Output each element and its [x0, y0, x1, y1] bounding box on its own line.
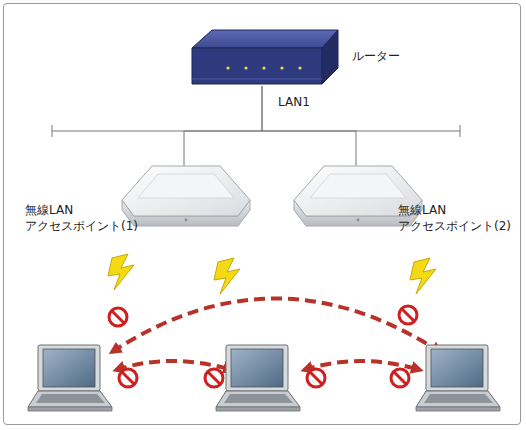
access-point-shape [290, 160, 426, 228]
bus-tick [460, 125, 461, 137]
prohibition-sign [391, 369, 409, 387]
laptop [28, 345, 112, 411]
node-label: ルーター [352, 48, 432, 64]
network-label: LAN1 [278, 94, 310, 110]
laptop [216, 345, 300, 411]
access-point-box: 無線LAN アクセスポイント(2) [290, 160, 426, 228]
access-point-box: 無線LAN アクセスポイント(1) [118, 160, 254, 228]
node-label: 無線LAN アクセスポイント(1) [25, 202, 150, 234]
prohibition-sign [307, 369, 325, 387]
blocked-arrow [112, 299, 440, 353]
lan-connector [184, 86, 262, 166]
radio-bolt [410, 258, 436, 294]
prohibition-sign [109, 308, 127, 326]
lan-connector [262, 86, 356, 166]
radio-bolt [108, 254, 134, 290]
router-shape [188, 28, 340, 86]
prohibition-sign [399, 306, 417, 324]
access-point-shape [118, 160, 254, 228]
router-box: ルーター [188, 28, 340, 86]
bus-tick [52, 125, 53, 137]
prohibition-sign [205, 369, 223, 387]
prohibition-sign [119, 369, 137, 387]
laptop [416, 345, 500, 411]
radio-bolt [214, 258, 240, 294]
node-label: 無線LAN アクセスポイント(2) [398, 202, 523, 234]
